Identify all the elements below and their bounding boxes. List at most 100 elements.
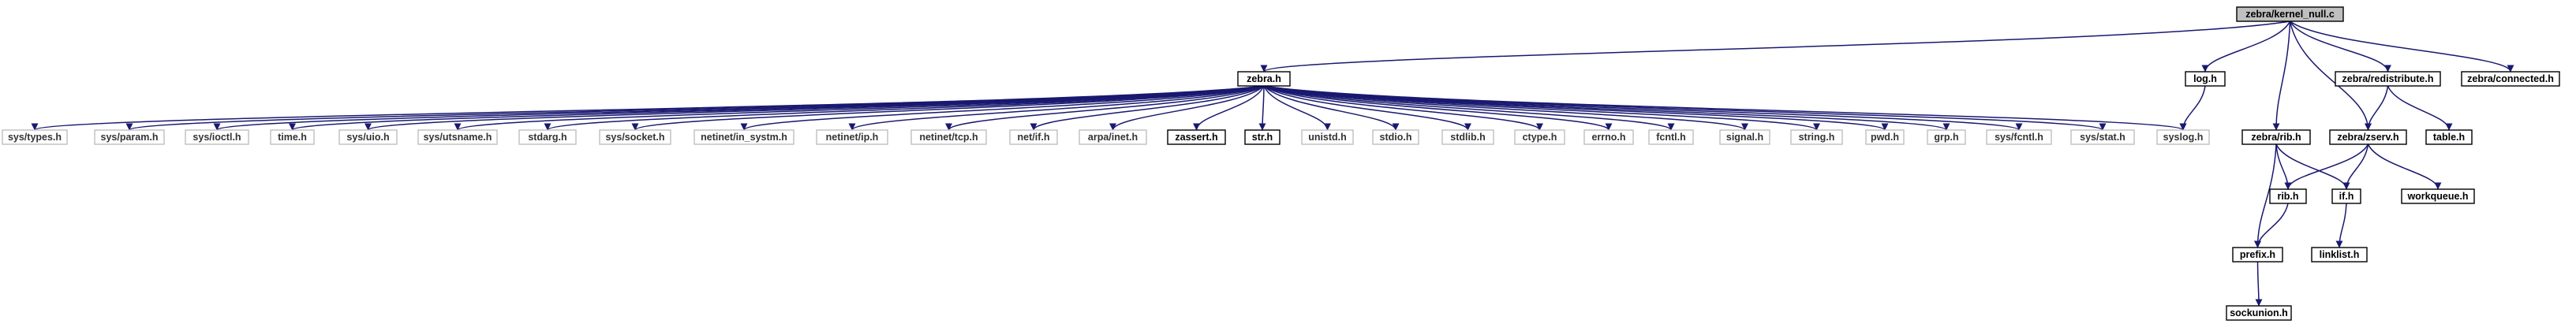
node-table-h[interactable]: table.h [2425,129,2473,145]
edge-zebra-h-to-sys-utsname-h [454,85,1265,131]
node-time-h: time.h [270,129,315,145]
node-zebra-redistribute-h[interactable]: zebra/redistribute.h [2335,71,2441,87]
node-zebra-connected-h[interactable]: zebra/connected.h [2461,71,2560,87]
node-sys-fcntl-h: sys/fcntl.h [1986,129,2052,145]
node-box [2226,305,2292,321]
node-label: netinet/in_systm.h [701,132,787,143]
node-if-h[interactable]: if.h [2331,188,2361,204]
node-zebra-rib-h[interactable]: zebra/rib.h [2241,129,2311,145]
node-label: syslog.h [2163,132,2204,143]
node-box [1237,71,1291,87]
node-label: zebra/zserv.h [2337,132,2398,143]
node-netinet-ip-h: netinet/ip.h [816,129,888,145]
edge-zebra-h-to-errno-h [1263,85,1613,131]
node-zebra-h[interactable]: zebra.h [1237,71,1291,87]
node-label: sys/fcntl.h [1995,132,2043,143]
edge-zebra-zserv-h-to-if-h [2342,143,2369,190]
node-netinet-in-systm-h: netinet/in_systm.h [694,129,794,145]
node-box [2329,129,2407,145]
node-box [816,129,888,145]
node-box [270,129,315,145]
node-label: zebra/redistribute.h [2342,73,2434,84]
edge-root-to-zebra-rib-h [2272,20,2291,131]
node-label: sockunion.h [2230,307,2288,318]
node-label: time.h [278,132,307,143]
edge-zebra-h-to-signal-h [1263,85,1748,131]
edge-log-h-to-syslog-h [2179,85,2206,131]
node-box [1648,129,1694,145]
node-ctype-h: ctype.h [1514,129,1565,145]
edge-zebra-h-to-sys-uio-h [365,85,1265,131]
node-zebra-zserv-h[interactable]: zebra/zserv.h [2329,129,2407,145]
node-box [2331,188,2361,204]
node-label: prefix.h [2240,249,2275,260]
node-label: sys/param.h [101,132,159,143]
node-workqueue-h[interactable]: workqueue.h [2401,188,2475,204]
node-label: linklist.h [2320,249,2360,260]
node-label: stdarg.h [528,132,566,143]
node-box [417,129,498,145]
node-zassert-h[interactable]: zassert.h [1167,129,1226,145]
edge-prefix-h-to-sockunion-h [2255,261,2263,307]
node-box [2269,188,2307,204]
edge-zebra-h-to-fcntl-h [1263,85,1675,131]
node-box [185,129,249,145]
node-box [599,129,671,145]
node-net-if-h: net/if.h [1009,129,1058,145]
edge-zebra-h-to-netinet-ip-h [848,85,1265,131]
node-root[interactable]: zebra/kernel_null.c [2236,6,2344,22]
node-label: str.h [1252,132,1273,143]
edge-zebra-rib-h-to-rib-h [2275,143,2292,190]
node-linklist-h[interactable]: linklist.h [2311,247,2368,263]
node-label: sys/stat.h [2080,132,2125,143]
node-sys-uio-h: sys/uio.h [338,129,398,145]
node-grp-h: grp.h [1927,129,1966,145]
node-stdlib-h: stdlib.h [1441,129,1494,145]
node-label: zassert.h [1175,132,1217,143]
edge-zebra-zserv-h-to-workqueue-h [2367,143,2442,190]
node-box [2232,247,2283,263]
node-sys-ioctl-h: sys/ioctl.h [185,129,249,145]
node-box [2401,188,2475,204]
node-box [2070,129,2135,145]
node-label: workqueue.h [2406,191,2468,202]
node-label: pwd.h [1871,132,1899,143]
edge-zebra-h-to-stdio-h [1263,85,1400,131]
node-label: zebra.h [1247,73,1281,84]
node-unistd-h: unistd.h [1301,129,1354,145]
node-label: arpa/inet.h [1088,132,1138,143]
node-syslog-h: syslog.h [2156,129,2210,145]
node-box [1301,129,1354,145]
node-label: sys/utsname.h [424,132,492,143]
edge-zebra-redistribute-h-to-table-h [2387,85,2453,131]
edge-root-to-zebra-connected-h [2290,20,2514,73]
edge-zebra-h-to-sys-fcntl-h [1263,85,2023,131]
node-label: stdio.h [1380,132,1412,143]
node-box [2425,129,2473,145]
node-sys-types-h: sys/types.h [2,129,68,145]
node-label: net/if.h [1018,132,1050,143]
node-sockunion-h[interactable]: sockunion.h [2226,305,2292,321]
node-rib-h[interactable]: rib.h [2269,188,2307,204]
node-box [1244,129,1281,145]
node-box [94,129,165,145]
node-box [2,129,68,145]
edge-zebra-h-to-stdarg-h [544,85,1265,131]
edge-root-to-zebra-zserv-h [2289,20,2372,131]
node-box [518,129,577,145]
dependency-edges [32,20,2514,307]
edge-zebra-h-to-stdlib-h [1263,85,1471,131]
edge-zebra-redistribute-h-to-zebra-zserv-h [2365,85,2389,131]
edge-zebra-h-to-netinet-tcp-h [945,85,1265,131]
node-prefix-h[interactable]: prefix.h [2232,247,2283,263]
edge-zebra-h-to-str-h [1258,85,1266,131]
node-label: zebra/connected.h [2467,73,2554,84]
node-box [2311,247,2368,263]
edge-zebra-h-to-netinet-in-systm-h [740,85,1265,131]
node-log-h[interactable]: log.h [2185,71,2226,87]
node-label: grp.h [1934,132,1958,143]
node-str-h[interactable]: str.h [1244,129,1281,145]
node-sys-param-h: sys/param.h [94,129,165,145]
node-label: sys/uio.h [346,132,389,143]
